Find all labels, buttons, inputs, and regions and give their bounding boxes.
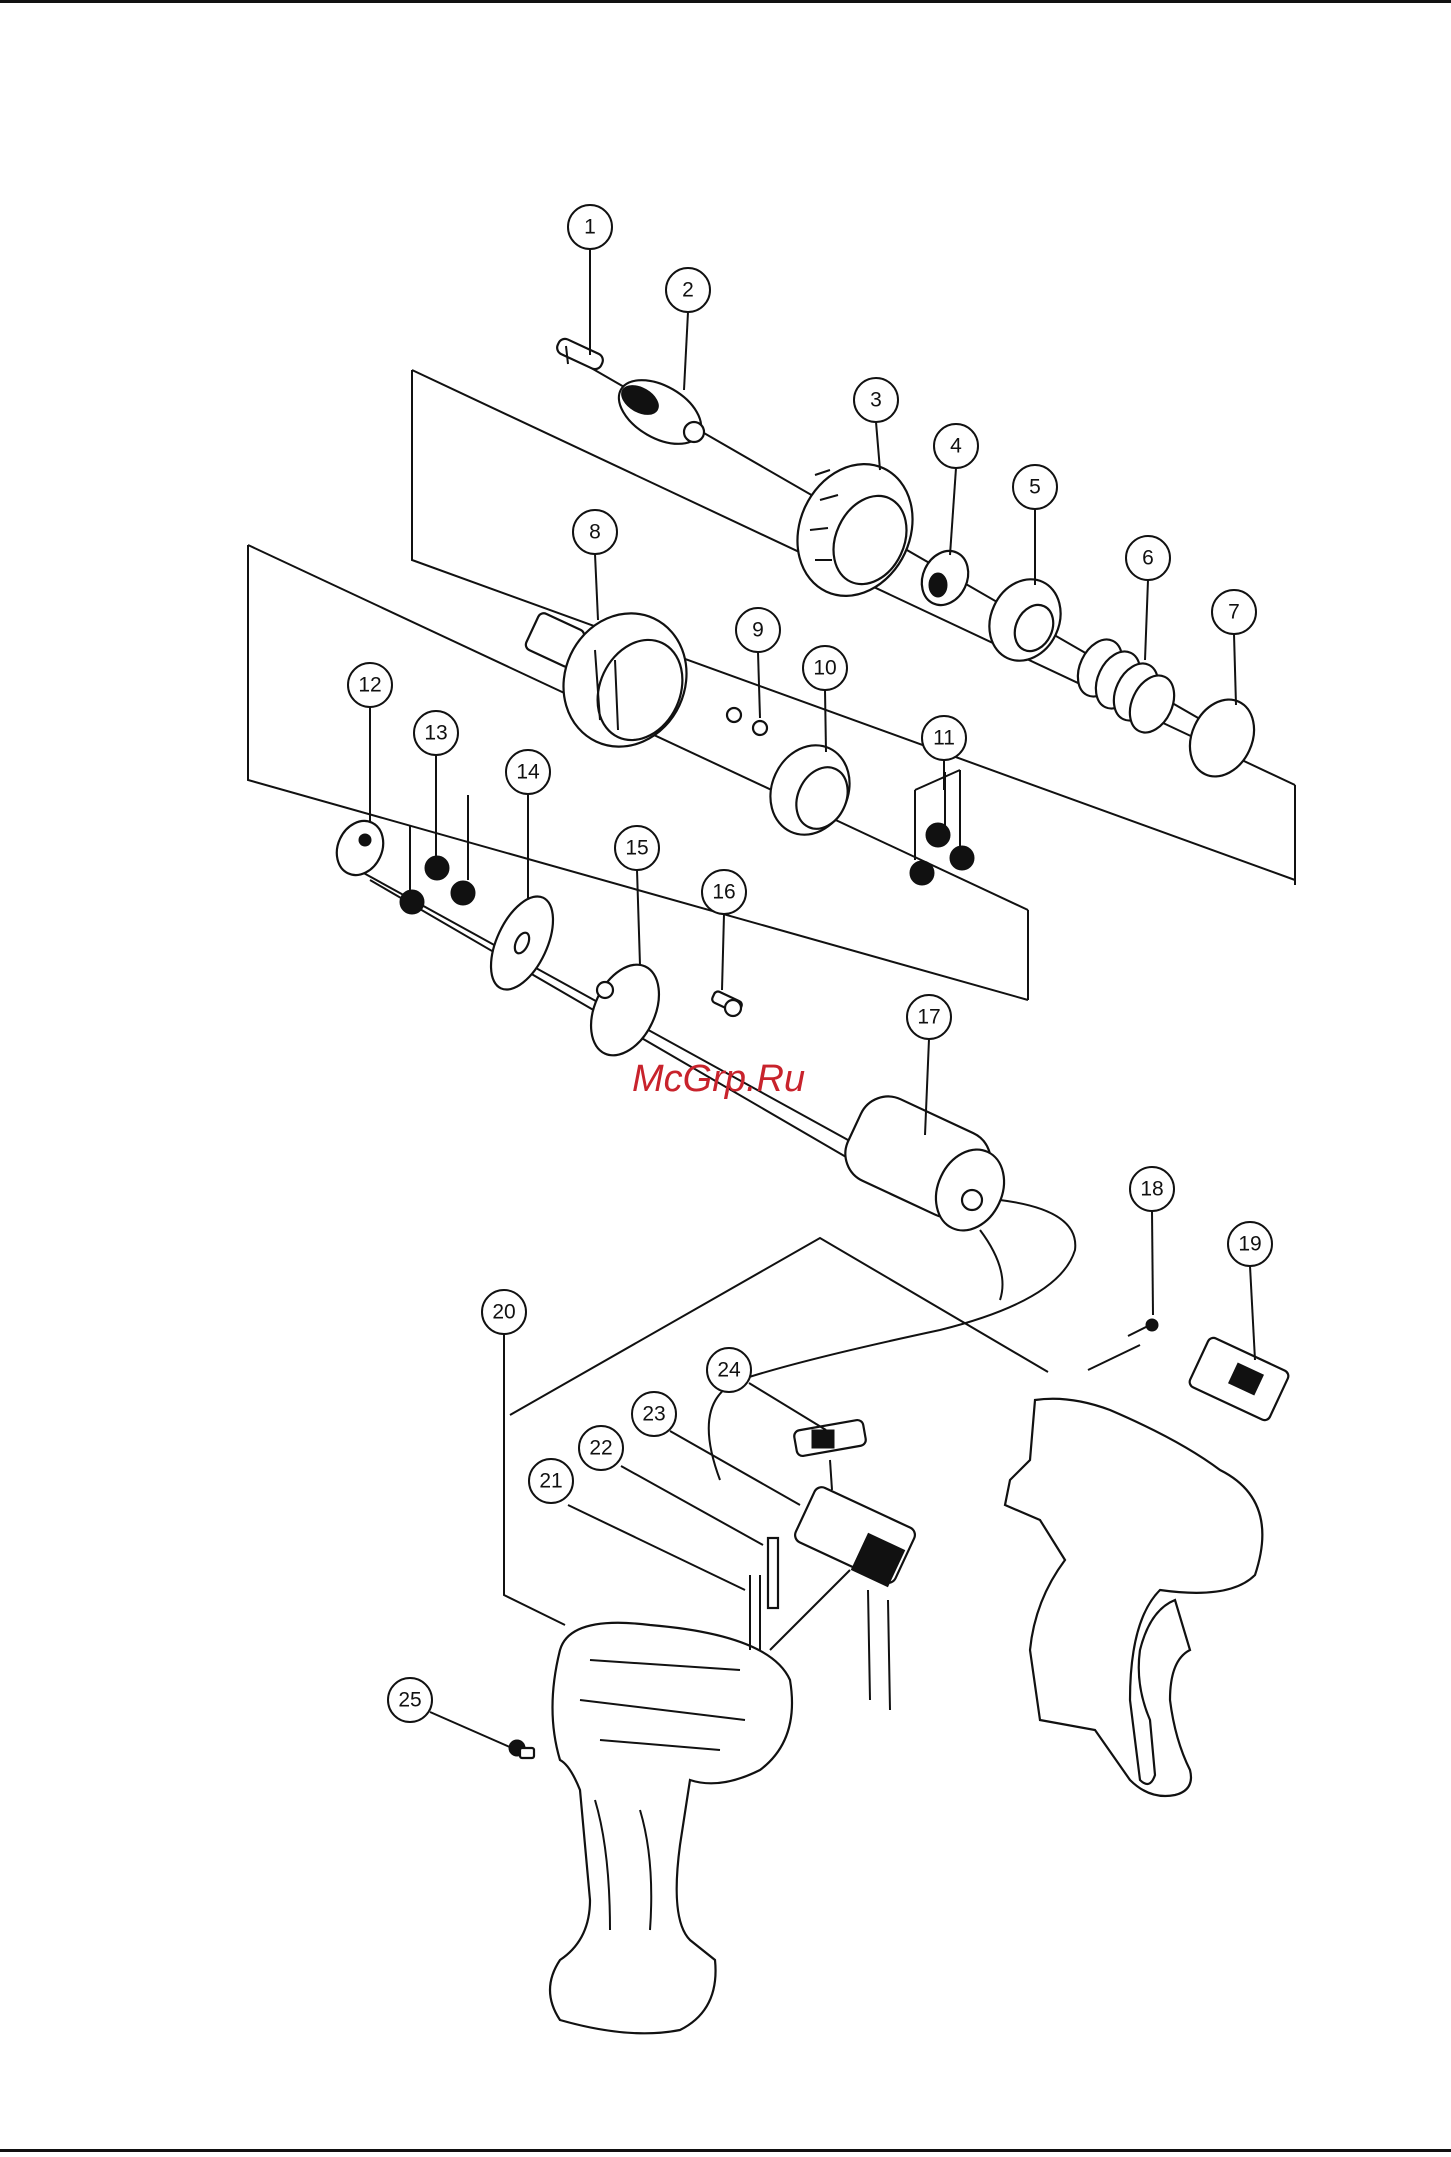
- part-screw-16: [711, 990, 743, 1016]
- svg-text:20: 20: [492, 1301, 515, 1324]
- part-switch-cover-19: [1188, 1336, 1291, 1422]
- callout-7: 7: [1212, 590, 1256, 634]
- svg-text:23: 23: [642, 1403, 665, 1426]
- part-carrier-12: [328, 813, 392, 882]
- callout-10: 10: [803, 646, 847, 690]
- part-4: [913, 543, 977, 612]
- svg-text:19: 19: [1238, 1233, 1261, 1256]
- callout-24: 24: [707, 1348, 751, 1392]
- callout-3: 3: [854, 378, 898, 422]
- callout-13: 13: [414, 711, 458, 755]
- svg-text:3: 3: [870, 389, 882, 412]
- callout-19: 19: [1228, 1222, 1272, 1266]
- svg-text:9: 9: [752, 619, 764, 642]
- callout-15: 15: [615, 826, 659, 870]
- callout-6: 6: [1126, 536, 1170, 580]
- part-balls-9: [727, 708, 767, 735]
- svg-text:18: 18: [1140, 1178, 1163, 1201]
- svg-text:2: 2: [682, 279, 694, 302]
- part-chuck-2: [608, 367, 712, 457]
- callout-4: 4: [934, 424, 978, 468]
- callout-8: 8: [573, 510, 617, 554]
- callout-5: 5: [1013, 465, 1057, 509]
- callout-22: 22: [579, 1426, 623, 1470]
- callout-9: 9: [736, 608, 780, 652]
- svg-text:8: 8: [589, 521, 601, 544]
- part-5: [976, 568, 1073, 673]
- part-gear-housing-8: [524, 593, 708, 767]
- part-screw-25: [509, 1740, 534, 1758]
- svg-text:11: 11: [933, 727, 955, 750]
- callout-12: 12: [348, 663, 392, 707]
- svg-text:16: 16: [712, 881, 735, 904]
- part-ring-7: [1178, 689, 1266, 787]
- callout-23: 23: [632, 1392, 676, 1436]
- svg-text:12: 12: [358, 674, 381, 697]
- svg-text:6: 6: [1142, 547, 1154, 570]
- watermark-text: McGrp.Ru: [632, 1058, 805, 1100]
- callout-14: 14: [506, 750, 550, 794]
- callout-2: 2: [666, 268, 710, 312]
- svg-text:25: 25: [398, 1689, 421, 1712]
- part-screw-1: [555, 337, 605, 372]
- svg-text:14: 14: [516, 761, 540, 784]
- svg-text:24: 24: [717, 1359, 741, 1382]
- callout-20: 20: [482, 1290, 526, 1334]
- part-pins-21-22: [750, 1538, 778, 1650]
- part-clutch-ring-3: [776, 445, 933, 615]
- part-ring-gear-10: [756, 732, 864, 847]
- svg-text:1: 1: [584, 216, 596, 239]
- callout-25: 25: [388, 1678, 432, 1722]
- callout-21: 21: [529, 1459, 573, 1503]
- part-switch-23: [792, 1485, 917, 1710]
- part-24: [793, 1419, 866, 1457]
- svg-text:17: 17: [917, 1006, 940, 1029]
- svg-text:10: 10: [813, 657, 836, 680]
- svg-text:22: 22: [589, 1437, 612, 1460]
- callout-16: 16: [702, 870, 746, 914]
- part-planet-gears-11: [910, 770, 974, 885]
- part-planet-gears-13: [400, 795, 475, 914]
- svg-text:5: 5: [1029, 476, 1041, 499]
- part-motor-17: [709, 1087, 1076, 1480]
- callout-18: 18: [1130, 1167, 1174, 1211]
- part-housing-20: [550, 1399, 1262, 2034]
- callout-17: 17: [907, 995, 951, 1039]
- svg-text:15: 15: [625, 837, 648, 860]
- part-screw-18: [1128, 1319, 1158, 1336]
- callout-1: 1: [568, 205, 612, 249]
- svg-text:13: 13: [424, 722, 447, 745]
- svg-text:7: 7: [1228, 601, 1240, 624]
- svg-text:4: 4: [950, 435, 962, 458]
- svg-text:21: 21: [539, 1470, 562, 1493]
- callout-11: 11: [922, 716, 966, 760]
